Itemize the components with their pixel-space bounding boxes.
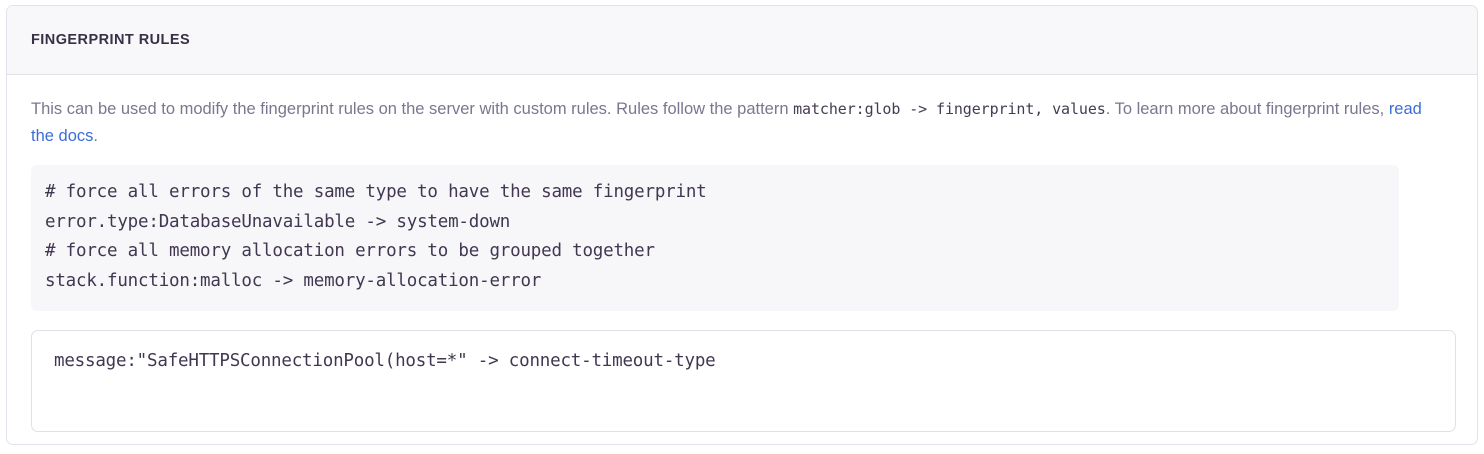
inline-code-pattern: matcher:glob -> fingerprint, values	[793, 100, 1106, 118]
code-line: # force all memory allocation errors to …	[45, 241, 655, 262]
panel-body: This can be used to modify the fingerpri…	[7, 75, 1477, 433]
code-line: error.type:DatabaseUnavailable -> system…	[45, 211, 511, 232]
code-line: stack.function:malloc -> memory-allocati…	[45, 270, 542, 291]
example-code-block: # force all errors of the same type to h…	[31, 165, 1399, 312]
description-middle: . To learn more about fingerprint rules,	[1105, 100, 1389, 118]
page-title: FINGERPRINT RULES	[31, 31, 191, 48]
panel-header: FINGERPRINT RULES	[7, 6, 1477, 75]
fingerprint-rules-input[interactable]	[31, 330, 1456, 433]
description-trailing: .	[93, 126, 98, 145]
fingerprint-rules-panel: FINGERPRINT RULES This can be used to mo…	[6, 5, 1478, 445]
read-the-docs-link[interactable]: read the docs	[31, 100, 1422, 145]
code-line: # force all errors of the same type to h…	[45, 182, 707, 203]
description-lead: This can be used to modify the fingerpri…	[31, 100, 794, 118]
description-text: This can be used to modify the fingerpri…	[31, 96, 1431, 149]
